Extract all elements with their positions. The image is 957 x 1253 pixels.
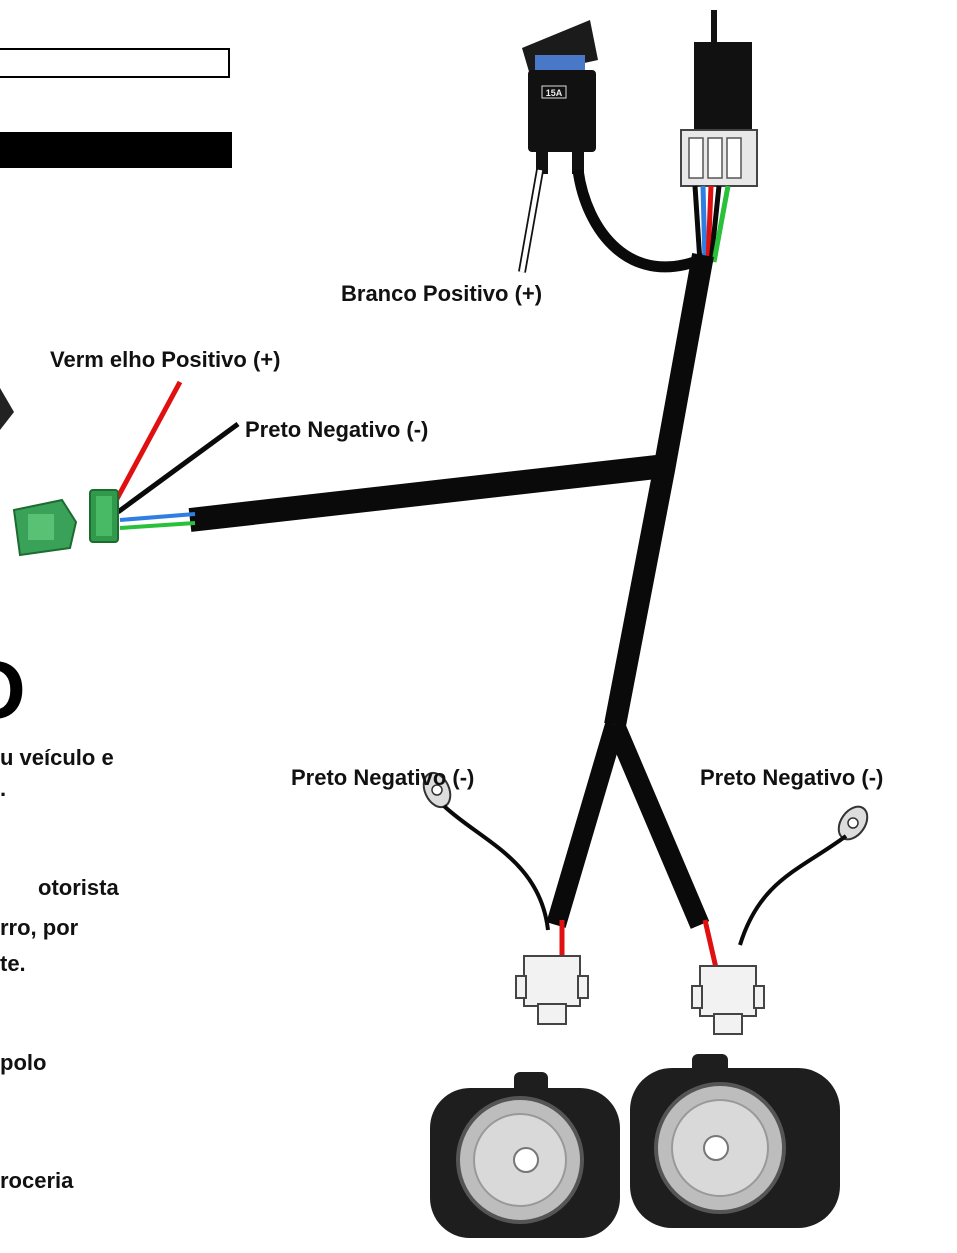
right-ground-lug (837, 805, 869, 841)
switch-harness (188, 454, 667, 532)
red-wire (109, 380, 183, 510)
fuse-rating-label: 15A (546, 88, 563, 98)
outlined-header-box (0, 48, 230, 78)
green-plug (12, 498, 78, 557)
label-preto-negativo-right: Preto Negativo (-) (700, 765, 884, 790)
fuse-loop-wire (572, 169, 708, 273)
right-branch-harness (605, 721, 710, 929)
fuse-holder: 15A (522, 20, 598, 174)
label-branco-positivo: Branco Positivo (+) (341, 281, 543, 306)
right-lamp-connector (691, 965, 765, 1035)
label-preto-negativo-top: Preto Negativo (-) (245, 417, 429, 442)
black-wire (116, 421, 240, 515)
left-fog-lamp (430, 1072, 620, 1238)
left-ground-lug (422, 771, 452, 809)
green-connector (89, 489, 119, 543)
main-harness-trunk (604, 253, 714, 728)
right-fog-lamp (630, 1054, 840, 1228)
white-positive-wire (519, 169, 543, 273)
text-fragment-4: rro, por (0, 915, 79, 940)
filled-header-bar (0, 132, 232, 168)
left-lamp-connector (515, 955, 589, 1025)
left-branch-harness (546, 722, 625, 928)
partial-shape-left (0, 388, 14, 430)
text-fragment-6: polo (0, 1050, 47, 1075)
text-fragment-5: te. (0, 951, 26, 976)
text-fragment-3: otorista (38, 875, 119, 900)
text-fragment-2: . (0, 776, 7, 801)
text-fragment-7: roceria (0, 1168, 74, 1193)
clipped-heading-char: O (0, 650, 28, 732)
label-vermelho-positivo: Verm elho Positivo (+) (50, 347, 281, 372)
text-fragment-1: u veículo e (0, 745, 114, 770)
label-preto-negativo-left: Preto Negativo (-) (291, 765, 475, 790)
relay (680, 10, 758, 187)
